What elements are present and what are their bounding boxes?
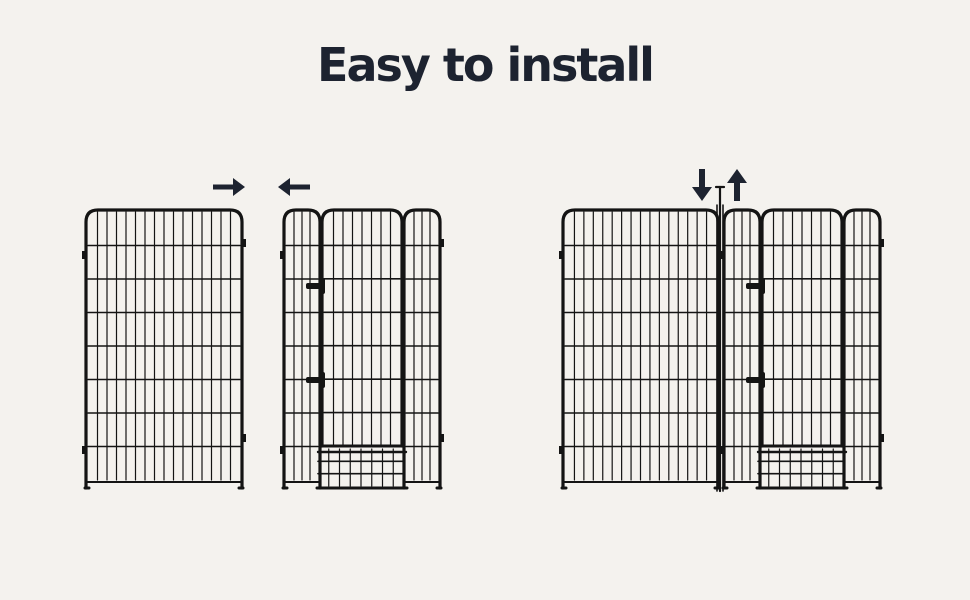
door-fence-panel-right-post [401, 208, 444, 490]
page-title: Easy to install [317, 38, 655, 92]
assembled-door-panel-door-base [756, 448, 848, 490]
door-fence-panel-latch-1 [306, 278, 325, 294]
arrow-left-icon [278, 178, 310, 196]
door-fence-panel-door-base [316, 448, 408, 490]
arrow-up-icon [727, 169, 747, 201]
door-fence-panel-left-post [280, 208, 323, 490]
assembled-door-panel-door-leaf [760, 208, 844, 448]
assembled-door-panel-left-post [720, 208, 763, 490]
assembled-door-panel-right-post [841, 208, 884, 490]
door-fence-panel-door-leaf [320, 208, 404, 448]
arrow-right-icon [213, 178, 245, 196]
assembled-door-panel-latch-1 [746, 278, 765, 294]
arrow-down-icon [692, 169, 712, 201]
assembled-wide-panel [559, 208, 721, 490]
wide-fence-panel [82, 208, 246, 490]
